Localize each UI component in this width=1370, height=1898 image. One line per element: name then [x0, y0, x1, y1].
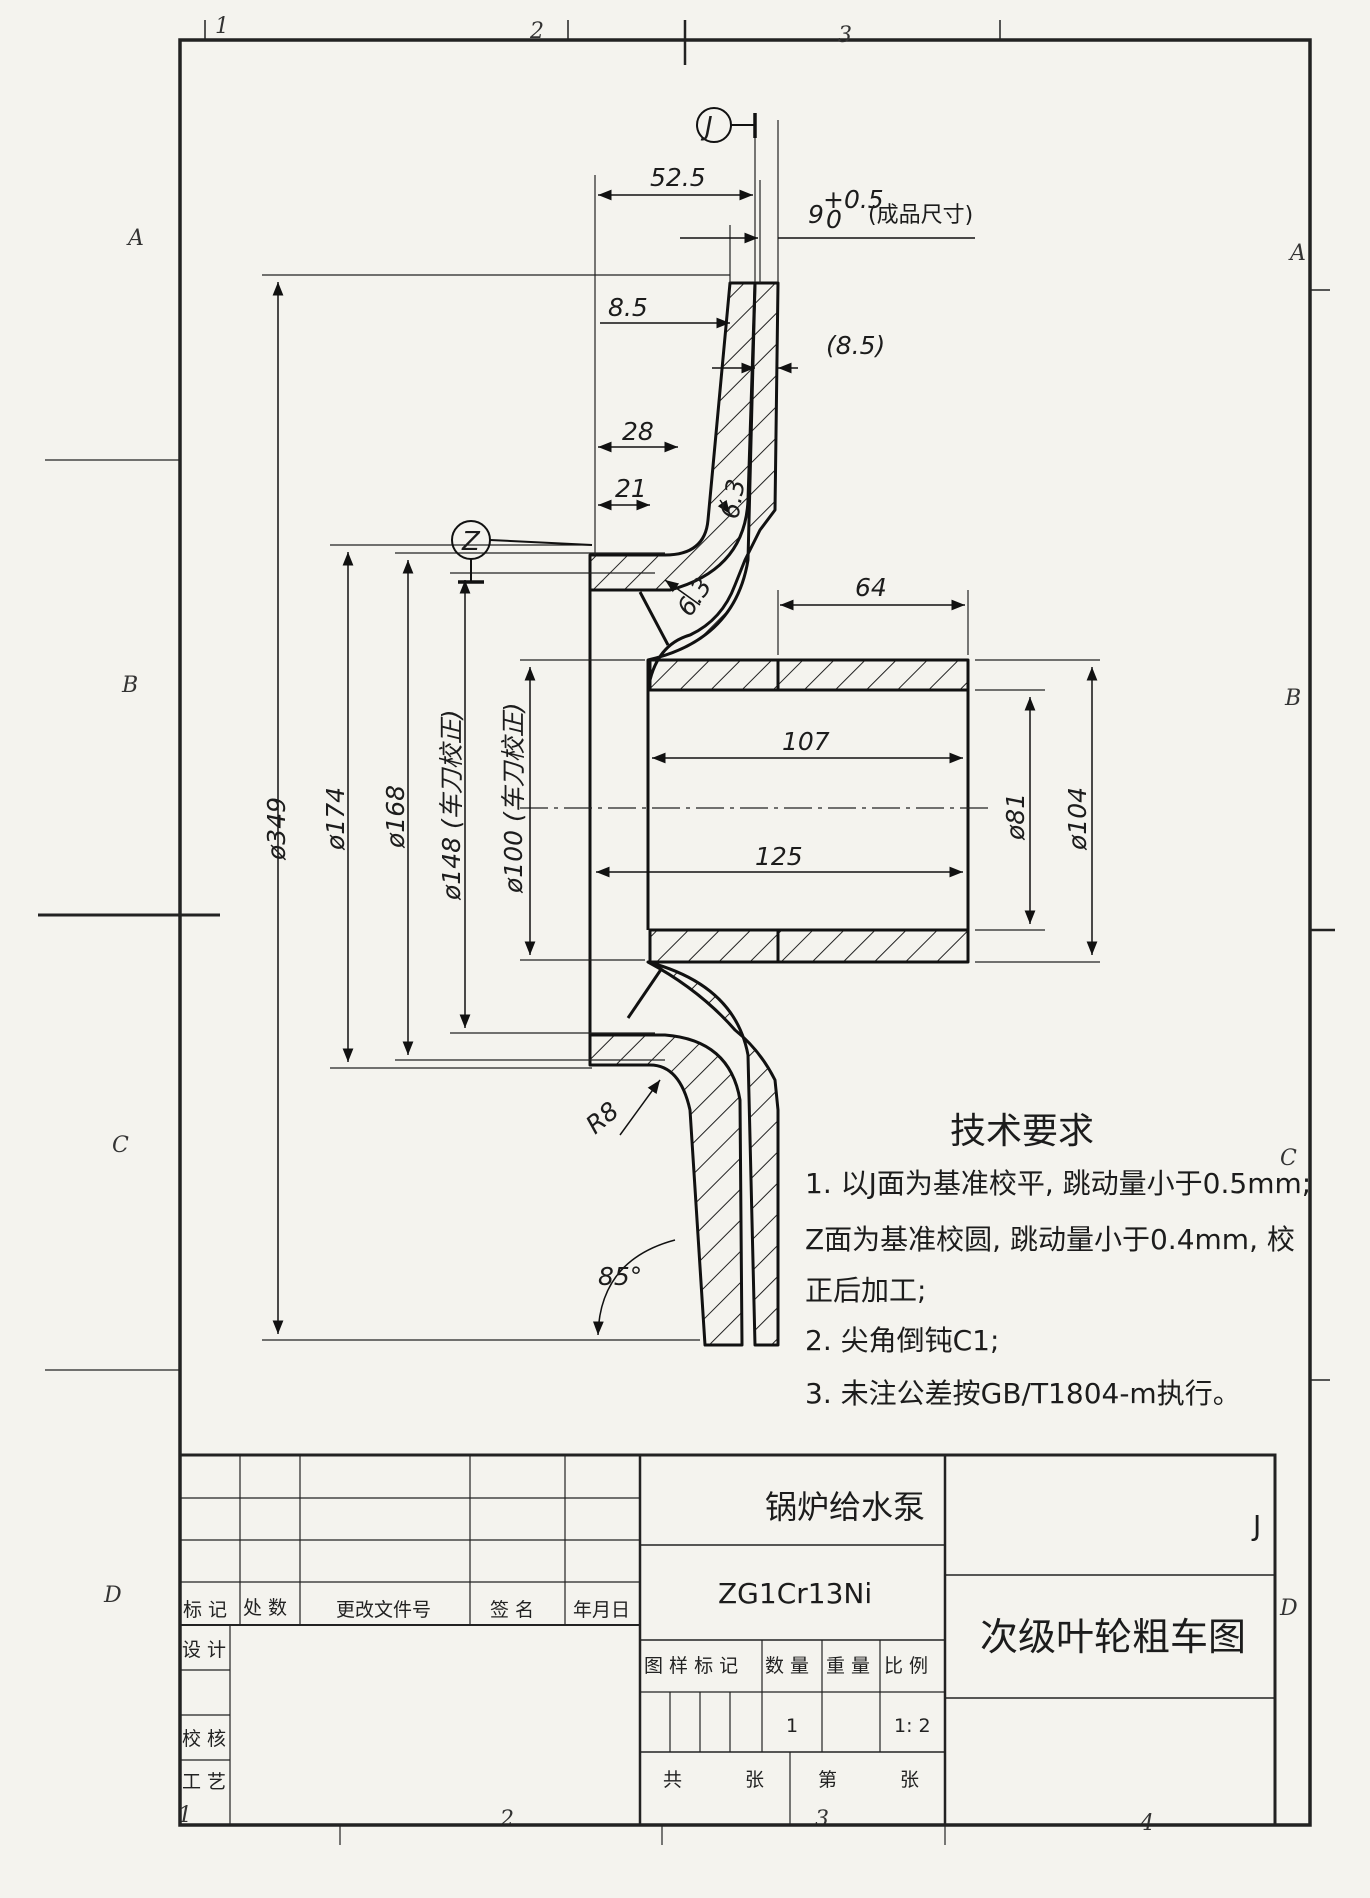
product-name: 锅炉给水泵 — [765, 1488, 925, 1526]
dim-phi-349: ø349 — [262, 797, 291, 861]
quantity-value: 1 — [786, 1715, 798, 1737]
dim-phi-104: ø104 — [1063, 787, 1092, 851]
requirements-title: 技术要求 — [950, 1111, 1094, 1152]
zone-row-left-d: D — [103, 1583, 122, 1608]
zone-col-top-3: 3 — [838, 23, 852, 48]
zone-col-bottom-3: 3 — [815, 1807, 829, 1832]
hub-bore-lower — [648, 928, 970, 964]
title-block-text: 标 记 处 数 更改文件号 签 名 年月日 设 计 校 核 工 艺 锅炉给水泵 … — [182, 1488, 1261, 1793]
info-header-weight: 重 量 — [826, 1655, 870, 1677]
rev-header-sign: 签 名 — [490, 1599, 534, 1621]
rev-header-date: 年月日 — [573, 1599, 630, 1621]
dim-21: 21 — [615, 474, 647, 503]
dim-8-5-ref: (8.5) — [826, 331, 885, 360]
zone-col-top-1: 1 — [215, 14, 229, 39]
datum-z-label: Z — [461, 527, 481, 557]
requirement-line-3: 正后加工; — [805, 1274, 926, 1307]
zone-row-right-d: D — [1279, 1596, 1298, 1621]
requirement-line-1: 1. 以J面为基准校平, 跳动量小于0.5mm; — [805, 1167, 1311, 1200]
corner-mark: J — [1251, 1509, 1261, 1542]
dim-9-base: 9 — [808, 200, 824, 229]
dim-phi-148: ø148 (车刀校正) — [437, 710, 466, 901]
shroud-lower-section — [588, 1033, 744, 1347]
sheet-unit-2: 张 — [900, 1769, 919, 1791]
requirement-line-5: 3. 未注公差按GB/T1804-m执行。 — [805, 1377, 1241, 1410]
datum-j: J — [696, 107, 757, 143]
zone-row-left-c: C — [112, 1133, 129, 1158]
zone-row-right-a: A — [1288, 241, 1306, 266]
drawing-name: 次级叶轮粗车图 — [980, 1615, 1246, 1659]
zone-row-left-b: B — [121, 673, 138, 698]
dimension-lines — [272, 189, 1098, 1336]
role-process: 工 艺 — [182, 1771, 226, 1793]
info-header-drawing-mark: 图 样 标 记 — [644, 1655, 738, 1677]
role-design: 设 计 — [182, 1639, 226, 1661]
hub-lower-section — [646, 960, 780, 1347]
datum-z: Z — [451, 520, 593, 584]
zone-row-right-c: C — [1280, 1146, 1297, 1171]
requirement-line-2: Z面为基准校圆, 跳动量小于0.4mm, 校 — [805, 1223, 1295, 1256]
zone-col-top-2: 2 — [529, 19, 544, 44]
zone-row-left-a: A — [126, 226, 144, 251]
rev-header-count: 处 数 — [243, 1597, 287, 1619]
material-grade: ZG1Cr13Ni — [718, 1577, 872, 1610]
dim-9-lower-tol: 0 — [826, 205, 842, 234]
zone-row-right-b: B — [1284, 686, 1301, 711]
dim-9-upper-tol: +0.5 — [823, 185, 884, 214]
dim-r8: R8 — [580, 1096, 624, 1140]
sheet-unit-1: 张 — [745, 1769, 764, 1791]
dim-phi-81: ø81 — [1001, 793, 1030, 841]
info-header-scale: 比 例 — [884, 1655, 928, 1677]
dim-64: 64 — [855, 573, 887, 602]
dim-phi-168: ø168 — [381, 785, 410, 849]
title-block — [178, 1453, 1277, 1827]
info-header-quantity: 数 量 — [765, 1655, 809, 1677]
requirement-line-4: 2. 尖角倒钝C1; — [805, 1324, 999, 1357]
rev-header-mark: 标 记 — [183, 1599, 227, 1621]
sheet-no-label: 第 — [818, 1769, 837, 1791]
zone-col-bottom-2: 2 — [499, 1807, 514, 1832]
dimension-text: 52.5 9 +0.5 0 (成品尺寸) 8.5 (8.5) 28 21 64 … — [262, 163, 1092, 1291]
technical-requirements: 技术要求 1. 以J面为基准校平, 跳动量小于0.5mm; Z面为基准校圆, 跳… — [805, 1111, 1311, 1410]
dim-28: 28 — [622, 417, 654, 446]
dim-125: 125 — [755, 842, 803, 871]
rev-header-doc-no: 更改文件号 — [336, 1599, 431, 1621]
shroud-upper-section — [588, 281, 757, 592]
sheet-total-label: 共 — [663, 1769, 682, 1791]
dim-9-note: (成品尺寸) — [868, 203, 973, 228]
hub-bore-upper — [648, 658, 970, 692]
dim-phi-174: ø174 — [321, 787, 350, 851]
zone-markers: 1 2 3 1 2 3 4 A B C D A B C D — [103, 14, 1306, 1836]
dim-6-3-upper: 6.3 — [715, 477, 750, 521]
role-check: 校 核 — [182, 1728, 226, 1750]
dim-52-5: 52.5 — [650, 163, 706, 192]
dim-angle-85: 85° — [598, 1262, 642, 1291]
dim-107: 107 — [782, 727, 830, 756]
dim-phi-100: ø100 (车刀校正) — [499, 703, 528, 894]
scale-value: 1: 2 — [894, 1715, 931, 1737]
dim-8-5: 8.5 — [608, 293, 648, 322]
hub-upper-section — [646, 281, 780, 692]
construction-lines — [262, 120, 1100, 1341]
